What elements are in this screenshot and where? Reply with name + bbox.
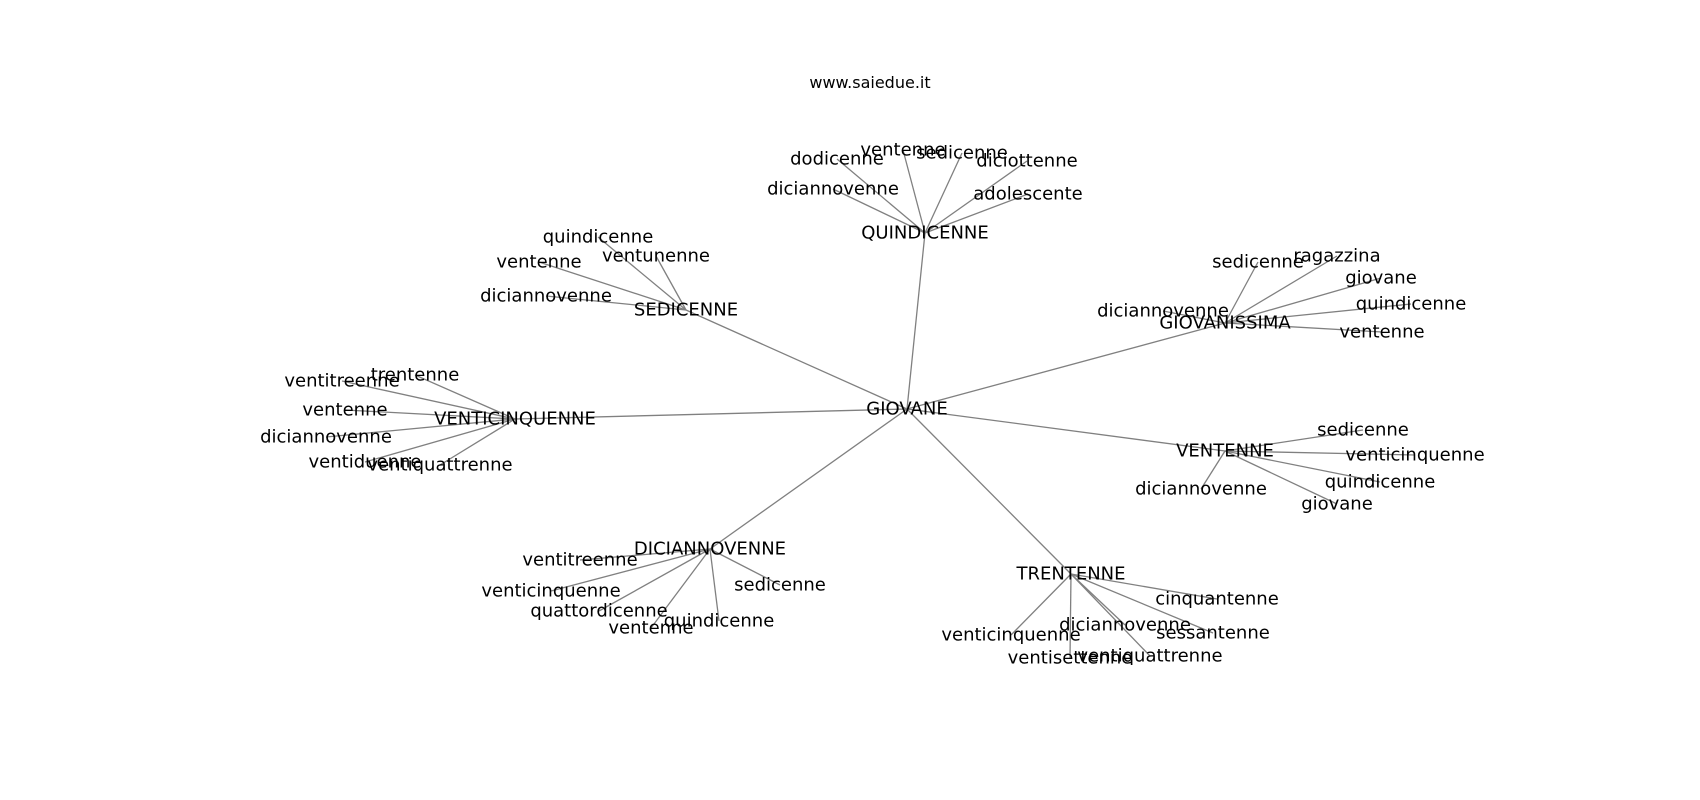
edge-hub-to-leaf	[1224, 450, 1381, 483]
leaf-node-label: sessantenne	[1156, 623, 1270, 644]
edge-hub-to-leaf	[1224, 277, 1382, 324]
edge-hub-to-leaf	[924, 160, 1028, 234]
leaf-node-label: quindicenne	[543, 227, 654, 248]
leaf-node-label: ventenne	[608, 618, 693, 639]
edge-hub-to-leaf	[538, 261, 687, 311]
edge-hub-to-leaf	[579, 548, 711, 561]
edge-hub-to-leaf	[1069, 573, 1072, 659]
edge-hub-to-leaf	[598, 548, 711, 612]
edge-hub-to-leaf	[1162, 310, 1226, 324]
hub-node-label: VENTENNE	[1176, 441, 1274, 462]
edge-hub-to-leaf	[1224, 261, 1259, 324]
edge-hub-to-leaf	[836, 158, 926, 234]
leaf-node-label: venticinquenne	[481, 581, 620, 602]
edge-hub-to-leaf	[439, 418, 516, 466]
leaf-node-label: quattordicenne	[530, 601, 667, 622]
edge-hub-to-leaf	[902, 149, 926, 234]
edge-hub-to-leaf	[1224, 429, 1364, 452]
edge-hub-to-leaf	[1010, 573, 1072, 636]
hub-node-label: SEDICENNE	[634, 300, 738, 321]
leaf-node-label: sedicenne	[734, 575, 826, 596]
root-node-label: GIOVANE	[866, 399, 947, 420]
edge-hub-to-leaf	[550, 548, 711, 592]
leaf-node-label: diciannovenne	[1135, 479, 1267, 500]
edges	[325, 149, 1416, 659]
edge-root-to-hub	[906, 232, 926, 410]
leaf-node-label: sedicenne	[916, 143, 1008, 164]
leaf-node-label: venticinquenne	[941, 625, 1080, 646]
leaf-node-label: quindicenne	[664, 611, 775, 632]
edge-hub-to-leaf	[344, 409, 516, 420]
leaf-node-label: ventitreenne	[284, 371, 399, 392]
edge-root-to-hub	[685, 309, 908, 410]
leaf-node-label: giovane	[1301, 494, 1373, 515]
leaf-node-label: dodicenne	[790, 149, 884, 170]
hub-node-label: TRENTENNE	[1015, 564, 1125, 585]
leaf-node-label: ventunenne	[602, 246, 710, 267]
leaf-node-label: ventiduenne	[309, 452, 422, 473]
hub-node-label: DICIANNOVENNE	[634, 539, 786, 560]
edge-hub-to-leaf	[364, 418, 516, 463]
site-title: www.saiedue.it	[809, 73, 930, 92]
edge-hub-to-leaf	[924, 193, 1029, 234]
edge-root-to-hub	[906, 408, 1226, 452]
node-labels: dodicenneventennesedicennediciottennedic…	[260, 140, 1485, 669]
edge-hub-to-leaf	[341, 380, 516, 420]
edge-root-to-hub	[906, 408, 1072, 575]
leaf-node-label: ragazzina	[1293, 246, 1380, 267]
leaf-node-label: ventenne	[860, 140, 945, 161]
edge-hub-to-leaf	[414, 374, 516, 420]
edge-hub-to-leaf	[1070, 573, 1218, 600]
leaf-node-label: diciannovenne	[1059, 615, 1191, 636]
edge-hub-to-leaf	[655, 255, 687, 311]
edge-hub-to-leaf	[1224, 255, 1338, 324]
edge-root-to-hub	[906, 322, 1226, 410]
leaf-node-label: venticinquenne	[1345, 445, 1484, 466]
edge-hub-to-leaf	[709, 548, 781, 586]
leaf-node-label: ventisettenne	[1008, 648, 1133, 669]
leaf-node-label: ventiquattrenne	[367, 455, 512, 476]
leaf-node-label: ventenne	[496, 252, 581, 273]
leaf-node-label: ventitreenne	[522, 550, 637, 571]
edge-hub-to-leaf	[325, 418, 516, 438]
leaf-node-label: trentenne	[371, 365, 460, 386]
leaf-node-label: quindicenne	[1325, 472, 1436, 493]
edge-root-to-hub	[709, 408, 908, 550]
edge-hub-to-leaf	[650, 548, 711, 629]
leaf-node-label: diciannovenne	[1097, 301, 1229, 322]
leaf-node-label: diciannovenne	[767, 179, 899, 200]
edge-root-to-hub	[514, 408, 908, 420]
edge-hub-to-leaf	[545, 295, 687, 311]
edge-hub-to-leaf	[597, 236, 687, 311]
edge-hub-to-leaf	[1224, 303, 1412, 324]
leaf-node-label: ventiquattrenne	[1077, 646, 1222, 667]
edge-hub-to-leaf	[1070, 573, 1214, 634]
edge-hub-to-leaf	[1200, 450, 1226, 490]
leaf-node-label: diciottenne	[976, 151, 1077, 172]
hub-node-label: VENTICINQUENNE	[434, 409, 596, 430]
edge-hub-to-leaf	[832, 188, 926, 234]
edge-hub-to-leaf	[709, 548, 720, 622]
leaf-node-label: sedicenne	[1317, 420, 1409, 441]
leaf-node-label: giovane	[1345, 268, 1417, 289]
leaf-node-label: quindicenne	[1356, 294, 1467, 315]
leaf-node-label: diciannovenne	[480, 286, 612, 307]
leaf-node-label: ventenne	[1339, 322, 1424, 343]
edge-hub-to-leaf	[1224, 322, 1383, 333]
edge-hub-to-leaf	[1224, 450, 1416, 456]
leaf-node-label: adolescente	[973, 184, 1082, 205]
leaf-node-label: sedicenne	[1212, 252, 1304, 273]
leaf-node-label: cinquantenne	[1155, 589, 1279, 610]
leaf-node-label: ventenne	[302, 400, 387, 421]
edge-hub-to-leaf	[1070, 573, 1151, 657]
hub-node-label: QUINDICENNE	[861, 223, 989, 244]
edge-hub-to-leaf	[924, 152, 963, 234]
hub-node-label: GIOVANISSIMA	[1159, 313, 1291, 334]
edge-hub-to-leaf	[1224, 450, 1338, 505]
leaf-node-label: diciannovenne	[260, 427, 392, 448]
